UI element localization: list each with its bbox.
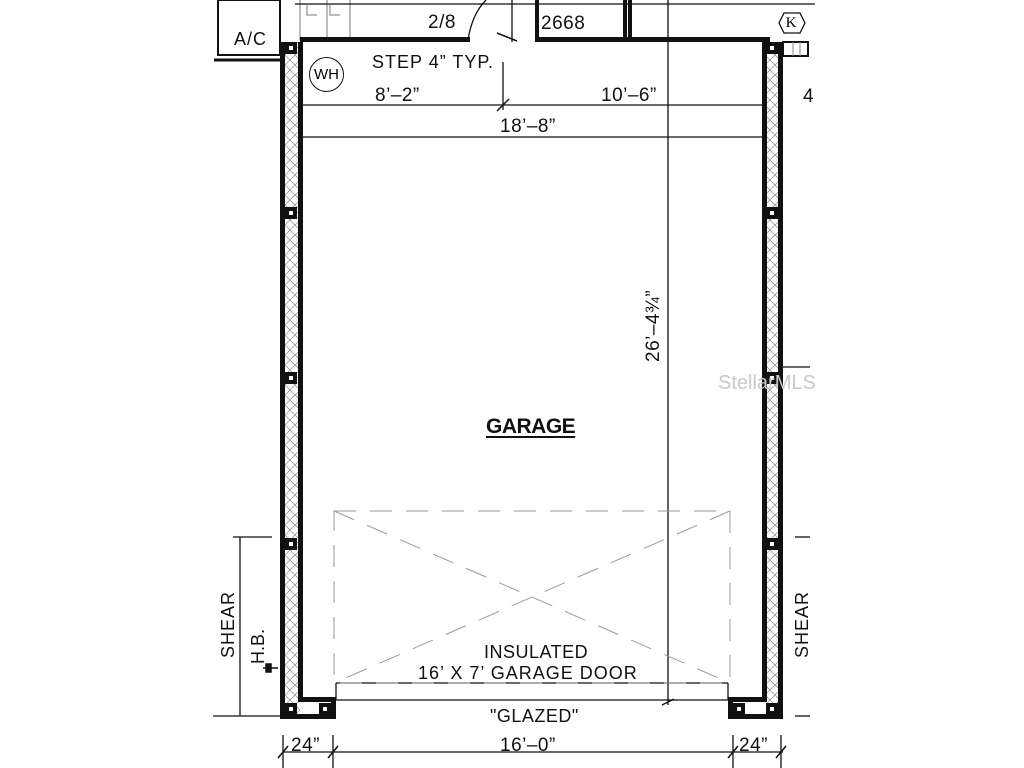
column-posts (285, 42, 778, 715)
edge-partial-dimension: 4 (803, 86, 815, 107)
keynote-k-label: K (785, 14, 797, 31)
hose-bib-label: H.B. (248, 628, 268, 664)
dimension-left-segment: 8’–2” (375, 85, 420, 106)
dimension-right-segment: 10’–6” (601, 85, 657, 106)
dimension-overall-width: 18’–8” (500, 116, 556, 137)
garage-door-glazed-note: "GLAZED" (490, 706, 579, 726)
upper-interior-lines (299, 0, 351, 40)
watermark: StellarMLS (718, 372, 816, 394)
shear-wall-label-right: SHEAR (792, 590, 812, 658)
door-swing-arc (467, 0, 487, 41)
dimension-left-pier: 24” (291, 735, 320, 756)
shear-wall-label-left: SHEAR (218, 590, 238, 658)
step-note: STEP 4” TYP. (372, 52, 495, 72)
keynote-hexagon-icon (778, 12, 806, 34)
garage-door-swing (333, 510, 731, 684)
dimension-ticks (263, 32, 787, 759)
door-label-2668: 2668 (541, 13, 586, 34)
ac-unit (214, 0, 285, 62)
garage-door-label-line2: 16’ X 7’ GARAGE DOOR (418, 663, 638, 683)
water-heater-label: WH (314, 66, 339, 83)
room-name-garage: GARAGE (486, 415, 576, 438)
dimension-garage-door-width: 16’–0” (500, 735, 556, 756)
keynote-k: K (777, 11, 805, 35)
water-heater-symbol: WH (309, 57, 344, 92)
dimension-right-pier: 24” (739, 735, 768, 756)
ac-label: A/C (234, 29, 268, 49)
dimension-overall-depth: 26’–4¾” (643, 289, 664, 362)
door-label-2-8: 2/8 (428, 12, 456, 33)
garage-door-label-line1: INSULATED (484, 642, 589, 662)
top-wall (300, 0, 770, 42)
